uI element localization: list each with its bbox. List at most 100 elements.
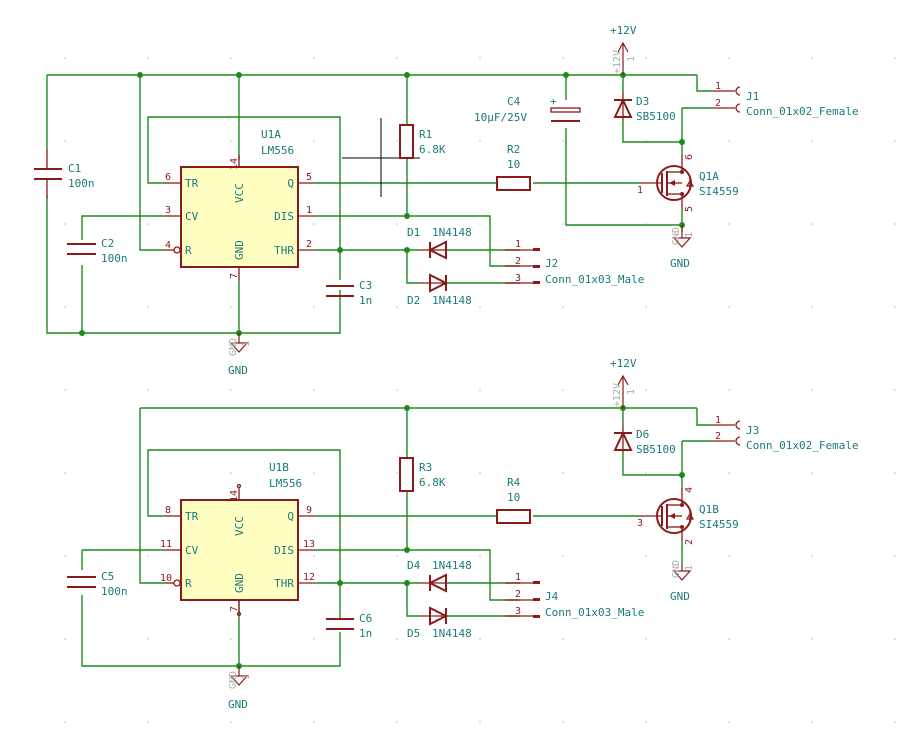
grid-dot xyxy=(479,389,481,391)
u1a-value: LM556 xyxy=(261,144,294,157)
j2-pin-1: 1 xyxy=(515,239,521,250)
c6-value: 1n xyxy=(359,627,372,640)
wires-top xyxy=(46,74,712,334)
j2-ref: J2 xyxy=(545,257,558,270)
grid-dot xyxy=(64,223,66,225)
power-12v-bottom: +12V +12V 1 xyxy=(610,357,637,408)
gnd-ghost: GND xyxy=(228,671,239,689)
resistor-r4[interactable]: R4 10 xyxy=(496,476,531,524)
d4-ref: D4 xyxy=(407,559,421,572)
q1b-pin-d: 4 xyxy=(684,487,695,493)
pwr-12v-label: +12V xyxy=(610,24,637,37)
ic-u1a[interactable]: U1A LM556 TR CV R Q DIS THR VCC GND 6 3 … xyxy=(165,128,315,280)
grid-dot xyxy=(479,57,481,59)
u1b-num-q: 9 xyxy=(306,505,312,516)
c4-polarity: + xyxy=(550,95,557,108)
grid-dot xyxy=(728,721,730,723)
grid-dot xyxy=(728,472,730,474)
grid-dot xyxy=(479,306,481,308)
u1a-num-dis: 1 xyxy=(306,205,312,216)
diode-d6[interactable]: D6 SB5100 xyxy=(613,425,676,456)
resistor-r3[interactable]: R3 6.8K xyxy=(399,457,446,492)
capacitor-c3[interactable]: C3 1n xyxy=(326,279,372,307)
grid-dot xyxy=(894,140,896,142)
gnd-label: GND xyxy=(670,590,690,603)
connector-j3[interactable]: 1 2 J3 Conn_01x02_Female xyxy=(712,415,859,452)
junctions-bottom xyxy=(236,405,685,669)
grid-dot xyxy=(562,306,564,308)
c5-ref: C5 xyxy=(101,570,114,583)
grid-dot xyxy=(894,638,896,640)
j1-value: Conn_01x02_Female xyxy=(746,105,859,118)
d4-value: 1N4148 xyxy=(432,559,472,572)
grid-dot xyxy=(728,555,730,557)
grid-dot xyxy=(562,223,564,225)
r1-ref: R1 xyxy=(419,128,432,141)
u1a-num-cv: 3 xyxy=(165,205,171,216)
gnd-symbol-u1b: GND GND 1 xyxy=(228,666,252,711)
c6-ref: C6 xyxy=(359,612,372,625)
grid-dot xyxy=(811,472,813,474)
grid-dot xyxy=(894,389,896,391)
grid-dot xyxy=(645,389,647,391)
grid-dot xyxy=(313,638,315,640)
grid-dot xyxy=(313,140,315,142)
grid-dot xyxy=(64,472,66,474)
d2-value: 1N4148 xyxy=(432,294,472,307)
q1a-pin-d: 6 xyxy=(684,154,695,160)
u1a-num-tr: 6 xyxy=(165,172,171,183)
grid-dot xyxy=(396,472,398,474)
connector-j4[interactable]: 1 2 3 J4 Conn_01x03_Male xyxy=(505,572,644,619)
capacitor-c6[interactable]: C6 1n xyxy=(326,612,372,640)
diode-d2[interactable]: D2 1N4148 xyxy=(407,273,472,307)
diode-d4[interactable]: D4 1N4148 xyxy=(407,559,472,593)
u1a-num-gnd: 7 xyxy=(229,273,240,279)
grid-dot xyxy=(645,638,647,640)
diode-d1[interactable]: D1 1N4148 xyxy=(407,226,472,260)
diode-d3[interactable]: D3 SB5100 xyxy=(613,92,676,123)
c3-ref: C3 xyxy=(359,279,372,292)
capacitor-c2[interactable]: C2 100n xyxy=(67,237,128,265)
diode-d5[interactable]: D5 1N4148 xyxy=(407,606,472,640)
grid-dot xyxy=(147,555,149,557)
pwr-12v-ghost: +12V xyxy=(612,383,623,407)
resistor-r2[interactable]: R2 10 xyxy=(496,143,531,191)
r2-ref: R2 xyxy=(507,143,520,156)
d5-ref: D5 xyxy=(407,627,420,640)
j4-pin-3: 3 xyxy=(515,606,521,617)
gnd-ghost-pin: 1 xyxy=(241,341,252,347)
connector-j1[interactable]: 1 2 J1 Conn_01x02_Female xyxy=(712,81,859,118)
d5-value: 1N4148 xyxy=(432,627,472,640)
ic-u1b[interactable]: U1B LM556 TR CV R Q DIS THR VCC GND 8 11… xyxy=(160,461,315,617)
grid-dot xyxy=(894,555,896,557)
u1a-pin-dis: DIS xyxy=(274,210,294,223)
grid-dot xyxy=(313,306,315,308)
r1-value: 6.8K xyxy=(419,143,446,156)
u1b-pin-vcc: VCC xyxy=(233,516,246,536)
capacitor-c5[interactable]: C5 100n xyxy=(67,570,128,598)
gnd-ghost-pin: 1 xyxy=(684,232,695,238)
j3-pin-1: 1 xyxy=(715,415,721,426)
u1a-num-q: 5 xyxy=(306,172,312,183)
gnd-symbol-u1a: GND GND 1 xyxy=(228,333,252,377)
grid-dot xyxy=(894,57,896,59)
capacitor-c1[interactable]: C1 100n xyxy=(34,150,95,198)
resistor-r1[interactable]: R1 6.8K xyxy=(399,124,446,159)
u1a-num-thr: 2 xyxy=(306,239,312,250)
j3-value: Conn_01x02_Female xyxy=(746,439,859,452)
q1b-pin-g: 3 xyxy=(637,518,643,529)
mosfet-q1a[interactable]: 1 6 5 Q1A SI4559 xyxy=(637,154,739,212)
connector-j2[interactable]: 1 2 3 J2 Conn_01x03_Male xyxy=(505,239,644,286)
grid-dot xyxy=(728,57,730,59)
c4-value: 10µF/25V xyxy=(474,111,527,124)
mosfet-q1b[interactable]: 3 4 2 Q1B SI4559 xyxy=(637,487,739,545)
grid-dot xyxy=(811,555,813,557)
grid-dot xyxy=(64,306,66,308)
grid-dot xyxy=(479,223,481,225)
capacitor-c4[interactable]: + C4 10µF/25V xyxy=(474,95,581,124)
u1b-ref: U1B xyxy=(269,461,289,474)
grid-dot xyxy=(811,389,813,391)
grid-dot xyxy=(313,57,315,59)
grid-dot xyxy=(562,57,564,59)
